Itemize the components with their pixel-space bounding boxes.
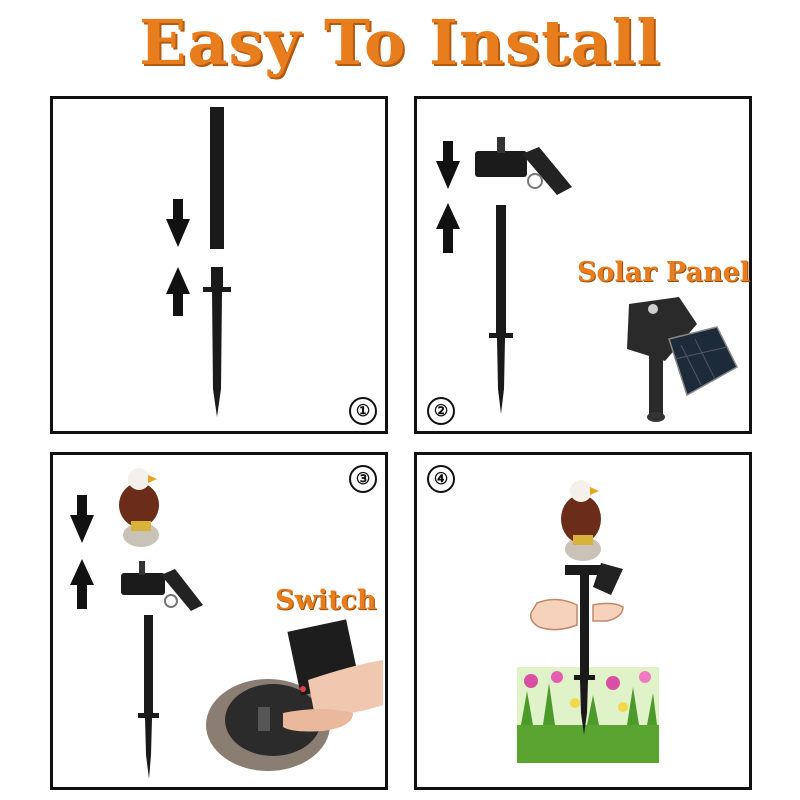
- down-arrow-icon: [166, 199, 190, 247]
- eagle-attach-illustration: [70, 468, 383, 779]
- up-arrow-icon: [166, 267, 190, 316]
- pole: [489, 205, 513, 414]
- down-arrow-icon: [436, 141, 460, 189]
- up-arrow-icon: [436, 203, 460, 253]
- switch-label: Switch: [275, 585, 377, 616]
- garden-background: [517, 667, 659, 763]
- eagle-figurine: [119, 468, 159, 547]
- installed-in-ground-illustration: [517, 480, 659, 763]
- solar-head-assembly-illustration: [436, 137, 738, 422]
- solar-panel-unit: [627, 297, 738, 422]
- pole: [574, 575, 595, 735]
- ground-spike: [203, 267, 231, 417]
- connector-head: [475, 137, 572, 195]
- upper-pole: [210, 107, 224, 249]
- solar-head: [565, 563, 623, 595]
- page-title: Easy To Install: [139, 6, 661, 79]
- step-1-panel: ①: [50, 96, 388, 434]
- stake-assembly-illustration: [166, 107, 231, 417]
- step-4-panel: ④: [414, 452, 752, 790]
- step-3-panel: Switch ③: [50, 452, 388, 790]
- solar-panel-label: Solar Panel: [577, 257, 751, 288]
- up-arrow-icon: [70, 559, 94, 609]
- step-number-1: ①: [349, 397, 377, 425]
- connector-head: [121, 561, 203, 611]
- down-arrow-icon: [70, 495, 94, 543]
- step-number-2: ②: [427, 397, 455, 425]
- pole: [138, 615, 159, 779]
- eagle-figurine: [561, 480, 601, 561]
- switch-closeup-photo: [206, 619, 383, 771]
- hand-push-illustration: [529, 598, 624, 631]
- step-number-3: ③: [349, 465, 377, 493]
- step-2-panel: Solar Panel ②: [414, 96, 752, 434]
- step-number-4: ④: [427, 465, 455, 493]
